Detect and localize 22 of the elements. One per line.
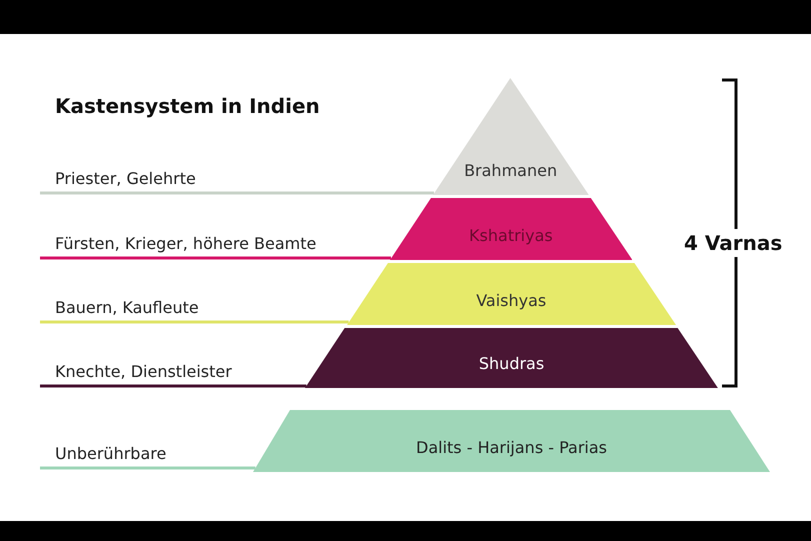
pyramid-tier [305,328,718,388]
leader-line [40,256,391,260]
leader-line [40,384,306,388]
category-label: Unberührbare [40,444,166,468]
leader-line [40,192,434,194]
pyramid-tier [346,263,676,325]
base-tier [253,410,770,472]
tier-label: Brahmanen [464,161,558,180]
group-label: 4 Varnas [684,229,782,257]
pyramid-tier [432,78,588,195]
leader-line [40,466,256,470]
category-label: Fürsten, Krieger, höhere Beamte [40,234,316,258]
category-label: Knechte, Dienstleister [40,362,232,386]
pyramid-tier [390,198,632,260]
tier-label: Vaishyas [476,291,546,310]
tier-label: Dalits - Harijans - Parias [416,438,607,457]
title: Kastensystem in Indien [55,94,320,118]
leader-line [40,320,349,324]
tier-label: Shudras [478,354,544,373]
category-label: Priester, Gelehrte [40,169,196,193]
tier-label: Kshatriyas [469,226,553,245]
category-label: Bauern, Kaufleute [40,298,199,322]
